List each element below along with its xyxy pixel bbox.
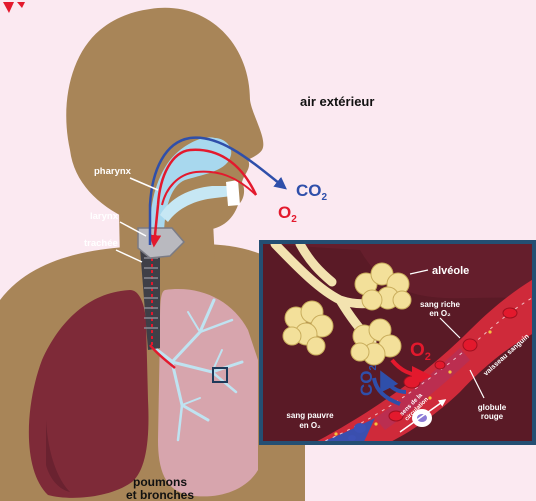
alveole-label: alvéole bbox=[432, 265, 469, 277]
corner-decoration bbox=[3, 2, 25, 13]
sang-riche-line1: sang riche bbox=[420, 300, 461, 309]
co2-outside-label: CO2 bbox=[296, 181, 328, 203]
larynx-label: larynx bbox=[90, 211, 119, 222]
o2-outside-label: O2 bbox=[278, 203, 297, 225]
poumons-label-line1: poumons bbox=[133, 475, 187, 489]
sang-riche-line2: en O₂ bbox=[429, 309, 451, 318]
trachee-label: trachée bbox=[84, 238, 118, 249]
globule-line1: globule bbox=[478, 403, 507, 412]
poumons-label-line2: et bronches bbox=[126, 488, 194, 501]
pharynx-label: pharynx bbox=[94, 166, 132, 177]
air-label: air extérieur bbox=[300, 94, 374, 109]
sang-pauvre-line1: sang pauvre bbox=[286, 411, 334, 420]
teeth bbox=[226, 180, 240, 206]
sang-pauvre-line2: en O₂ bbox=[299, 421, 321, 430]
globule-line2: rouge bbox=[481, 412, 504, 421]
